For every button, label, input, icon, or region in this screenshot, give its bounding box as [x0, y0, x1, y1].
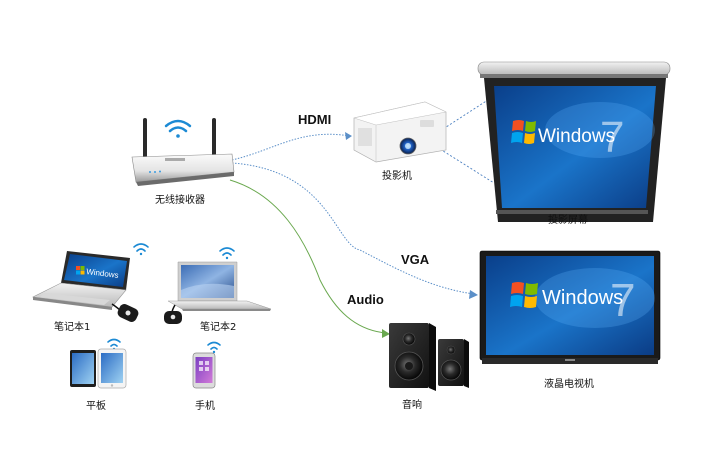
screen-picture: [494, 86, 656, 208]
audio-label: Audio: [347, 292, 384, 307]
wifi-icon-laptop2: [219, 247, 235, 260]
hdmi-arrowhead: [345, 132, 352, 140]
wifi-icon-laptop1: [133, 243, 149, 256]
tv-os-text: Windows: [542, 287, 623, 309]
laptop2-label: 笔记本2: [200, 322, 237, 333]
tablet-screen: [101, 353, 123, 383]
audio-wire: [229, 179, 387, 334]
wifi-icon: [164, 119, 192, 138]
phone: [192, 341, 221, 389]
hdmi-wire: [231, 133, 351, 161]
wireless-receiver: [131, 118, 235, 186]
projection-screen: [477, 61, 671, 222]
laptop-1: [31, 243, 149, 322]
tv-os-digit: 7: [610, 274, 636, 326]
laptop1-screen: [64, 254, 127, 287]
receiver-antenna-left: [143, 118, 147, 158]
laptop1-os-text: Windows: [86, 267, 119, 280]
projector: [353, 101, 447, 163]
wifi-icon-phone: [207, 341, 221, 354]
vga-arrowhead: [469, 290, 478, 299]
windows-logo-icon: [511, 120, 536, 144]
wires: [229, 95, 495, 338]
laptop1-label: 笔记本1: [54, 322, 91, 333]
screen-os-text: Windows: [538, 126, 615, 147]
screen-housing-top: [477, 61, 671, 76]
receiver-label: 无线接收器: [155, 195, 205, 206]
screen-os-digit: 7: [600, 113, 624, 162]
windows-logo-icon-tv: [510, 282, 538, 308]
lcd-tv: [479, 250, 661, 364]
tv-label: 液晶电视机: [544, 379, 594, 390]
phone-label: 手机: [195, 401, 215, 412]
projector-label: 投影机: [382, 171, 412, 182]
receiver-antenna-right: [212, 118, 216, 158]
laptop-2: [164, 247, 272, 324]
wifi-icon-tablet: [107, 338, 121, 351]
tablet-label: 平板: [86, 401, 106, 412]
speaker-label: 音响: [402, 400, 422, 411]
audio-arrowhead: [382, 329, 390, 338]
tablet: [70, 338, 127, 389]
hdmi-label: HDMI: [298, 112, 332, 127]
speakers: [389, 323, 469, 391]
vga-wire: [231, 162, 475, 295]
vga-label: VGA: [401, 252, 430, 267]
projection-beam-bottom: [439, 148, 495, 184]
windows-logo-icon-laptop1: [76, 266, 85, 275]
projection-beam-top: [439, 95, 495, 132]
phone-screen: [195, 357, 213, 383]
screen-label: 投影屏幕: [548, 215, 588, 226]
